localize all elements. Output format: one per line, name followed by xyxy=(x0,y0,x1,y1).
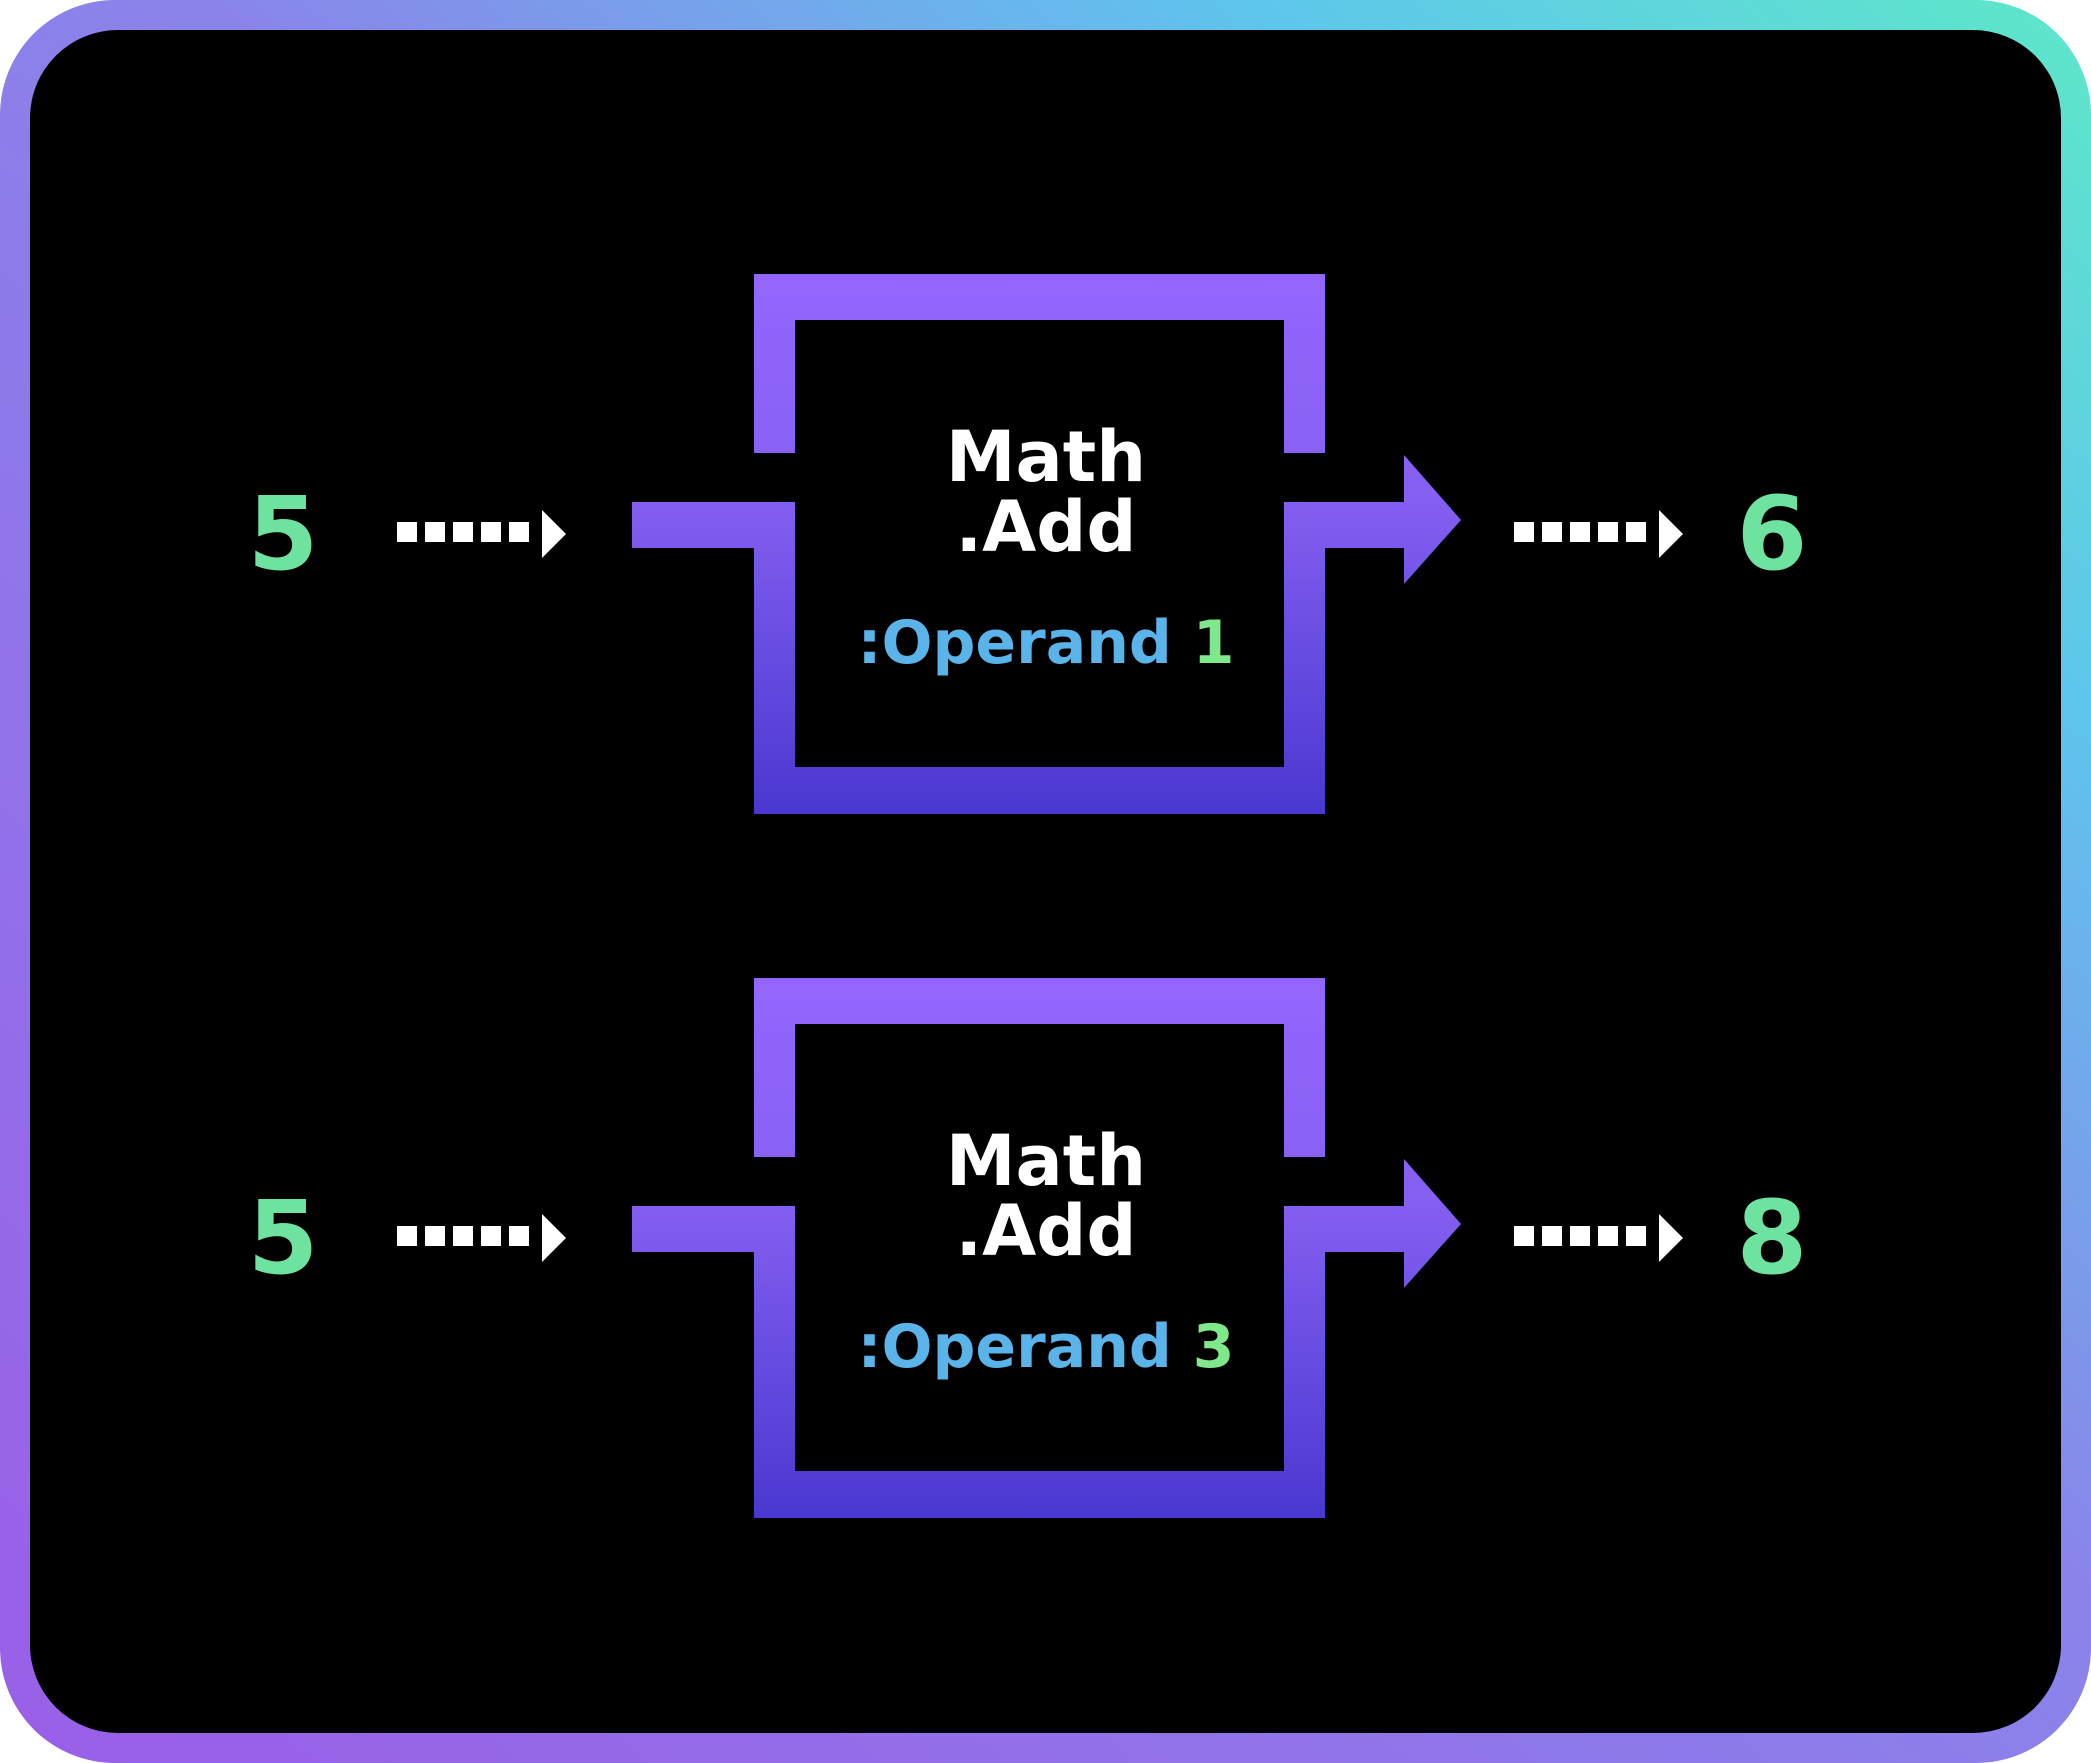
operand-value: 1 xyxy=(1193,608,1235,678)
block-title-line2: .Add xyxy=(956,486,1137,568)
frame-background xyxy=(30,30,2061,1733)
input-value: 5 xyxy=(248,475,319,594)
input-dotted-arrow xyxy=(397,510,566,558)
block-title-line1: Math xyxy=(946,1120,1146,1202)
function-block-shape xyxy=(632,978,1461,1518)
output-value: 6 xyxy=(1737,475,1808,594)
arrowhead-icon xyxy=(542,510,566,558)
input-value: 5 xyxy=(248,1179,319,1298)
output-dotted-arrow xyxy=(1514,1214,1683,1262)
function-block-shape xyxy=(632,274,1461,814)
output-dotted-arrow xyxy=(1514,510,1683,558)
input-dotted-arrow xyxy=(397,1214,566,1262)
operand-label: :Operand 1 xyxy=(857,608,1234,678)
row-2: 5 Math .Add :Operand 3 8 xyxy=(248,978,1808,1518)
output-value: 8 xyxy=(1737,1179,1808,1298)
operand-value: 3 xyxy=(1193,1312,1235,1382)
arrowhead-icon xyxy=(542,1214,566,1262)
row-1: 5 Math .Add :Operand 1 6 xyxy=(248,274,1808,814)
block-title-line1: Math xyxy=(946,416,1146,498)
operand-label: :Operand 3 xyxy=(857,1312,1234,1382)
arrowhead-icon xyxy=(1659,1214,1683,1262)
arrowhead-icon xyxy=(1659,510,1683,558)
block-title-line2: .Add xyxy=(956,1190,1137,1272)
